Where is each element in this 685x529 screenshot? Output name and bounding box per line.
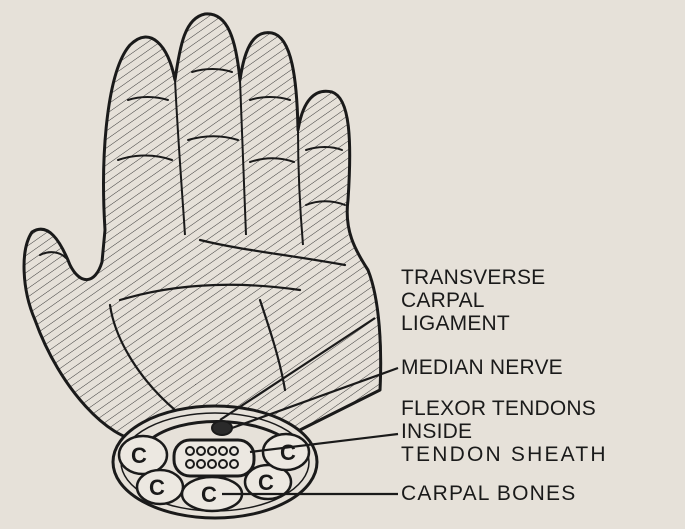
median-nerve — [212, 421, 232, 435]
carpal-bone-letter: C — [258, 470, 274, 495]
label-line: FLEXOR TENDONS — [401, 397, 608, 420]
label-line: INSIDE — [401, 420, 608, 443]
label-transverse-carpal-ligament: TRANSVERSE CARPAL LIGAMENT — [401, 266, 545, 335]
label-line: CARPAL — [401, 289, 545, 312]
label-line: TRANSVERSE — [401, 266, 545, 289]
label-carpal-bones: CARPAL BONES — [401, 482, 576, 505]
carpal-bone-letter: C — [131, 443, 147, 468]
carpal-bone-letter: C — [280, 440, 296, 465]
tendon-sheath — [174, 440, 254, 476]
label-median-nerve: MEDIAN NERVE — [401, 356, 563, 379]
label-line: TENDON SHEATH — [401, 443, 608, 466]
label-flexor-tendons: FLEXOR TENDONS INSIDE TENDON SHEATH — [401, 397, 608, 466]
carpal-bone-letter: C — [149, 475, 165, 500]
label-line: LIGAMENT — [401, 312, 545, 335]
carpal-bone-letter: C — [201, 482, 217, 507]
hand-outline — [24, 14, 381, 440]
